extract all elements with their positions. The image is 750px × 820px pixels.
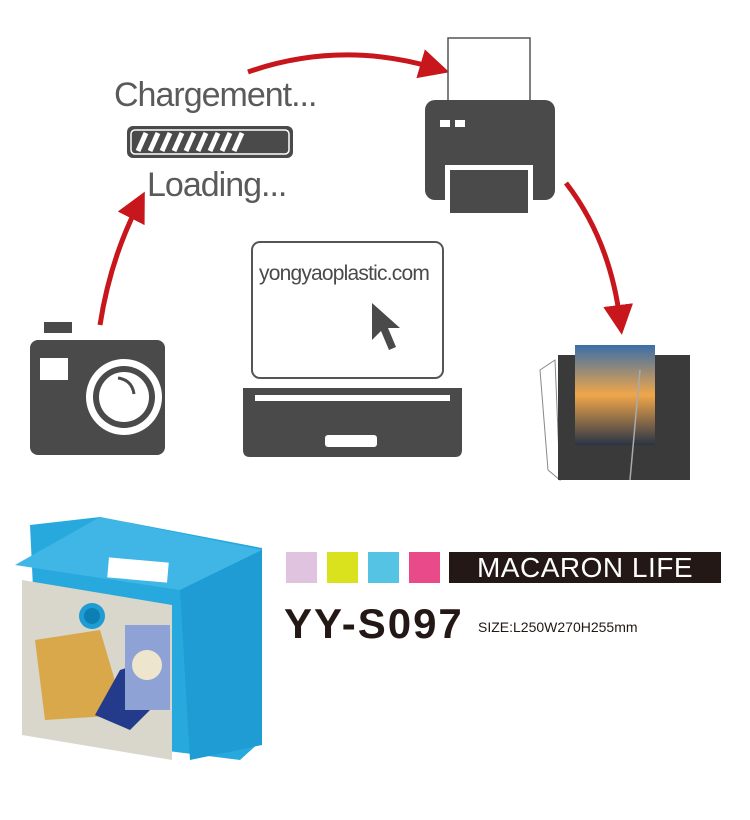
- loading-title-english: Loading...: [147, 166, 287, 204]
- color-swatch-blue: [368, 552, 399, 583]
- laptop-icon: [243, 241, 462, 457]
- color-swatch-pink: [409, 552, 440, 583]
- printer-icon: [425, 37, 555, 213]
- color-swatch-lilac: [286, 552, 317, 583]
- photo-box-image: [539, 345, 690, 482]
- arrow-printer-to-photo: [564, 181, 634, 335]
- progress-bar: [127, 126, 293, 158]
- product-size: SIZE:L250W270H255mm: [478, 619, 638, 635]
- camera-icon: [30, 322, 165, 455]
- storage-box-image: [15, 517, 262, 760]
- loading-title-french: Chargement...: [114, 76, 317, 114]
- arrow-loading-to-printer: [247, 49, 450, 79]
- cursor-icon: [372, 303, 400, 350]
- model-number: YY-S097: [284, 600, 464, 647]
- website-url: yongyaoplastic.com: [259, 262, 430, 285]
- color-swatch-lime: [327, 552, 358, 583]
- arrow-camera-to-loading: [97, 191, 145, 326]
- series-banner: MACARON LIFE: [449, 552, 721, 583]
